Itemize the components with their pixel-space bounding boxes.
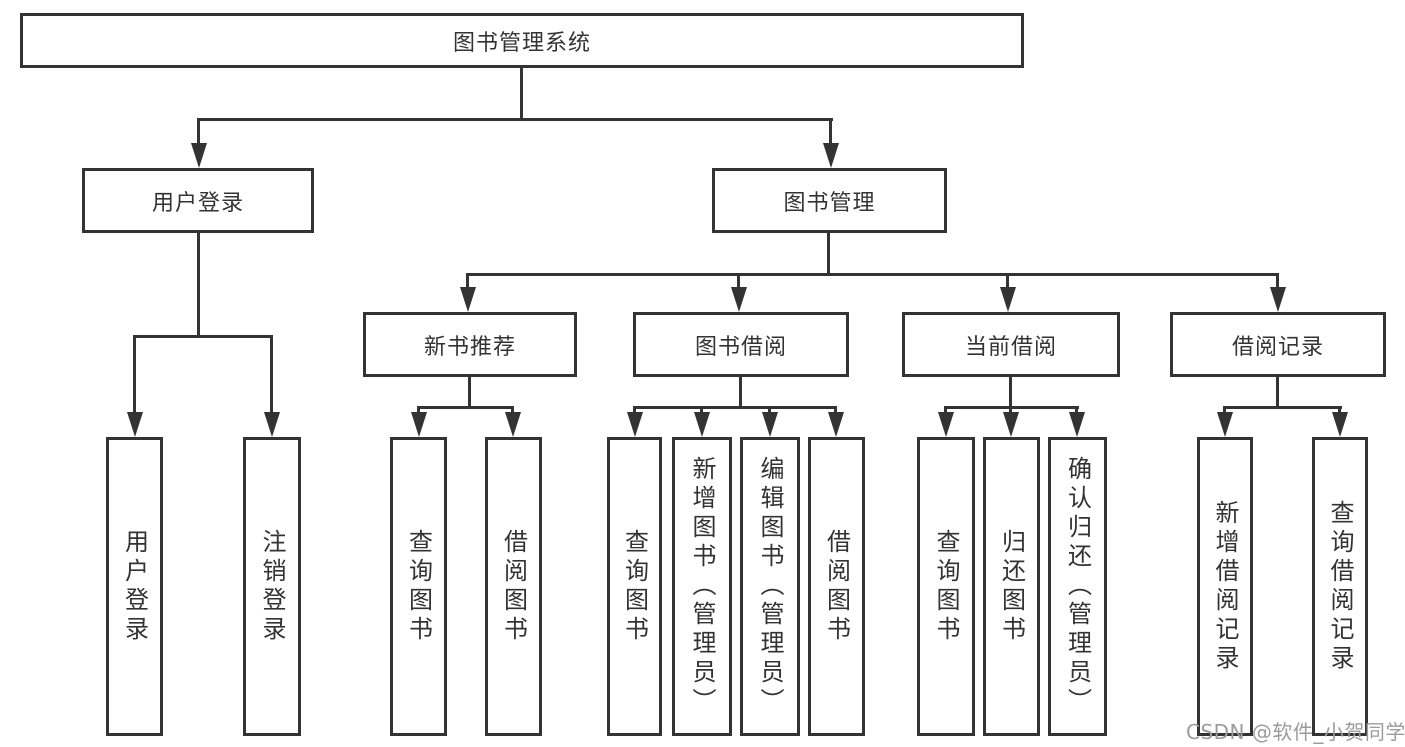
leaf-logout-label: 注销登录 [258,528,286,645]
arrowhead-down-icon [626,412,643,437]
connector-line [1223,406,1342,409]
connector-line [1009,377,1012,406]
arrowhead-down-icon [999,287,1016,312]
leaf-query-books-current-label: 查询图书 [932,528,960,645]
leaf-return-books-label: 归还图书 [997,528,1026,645]
connector-line [739,377,742,406]
node-library-system-label: 图书管理系统 [452,30,591,56]
leaf-edit-book-admin: 编辑图书（管理员） [740,437,800,736]
arrowhead-down-icon [761,412,778,437]
leaf-query-books-borrow-label: 查询图书 [620,528,649,645]
arrowhead-down-icon [730,287,747,312]
leaf-logout: 注销登录 [243,437,301,736]
leaf-query-books-borrow: 查询图书 [607,437,662,736]
connector-line [827,233,830,273]
arrowhead-down-icon [126,412,143,437]
arrowhead-down-icon [1002,412,1019,437]
connector-line [270,335,273,415]
arrowhead-down-icon [1269,287,1286,312]
arrowhead-down-icon [822,143,839,168]
leaf-edit-book-admin-label: 编辑图书（管理员） [756,456,784,717]
arrowhead-down-icon [693,412,710,437]
leaf-return-books: 归还图书 [983,437,1040,736]
node-book-borrowing-label: 图书借阅 [694,334,787,360]
connector-line [466,273,1279,276]
connector-line [944,406,947,414]
arrowhead-down-icon [410,412,427,437]
node-book-borrowing: 图书借阅 [633,312,849,377]
arrowhead-down-icon [190,143,207,168]
node-current-borrowing-label: 当前借阅 [964,334,1057,360]
watermark: CSDN @软件_小贺同学 [1186,720,1405,744]
connector-line [197,118,833,121]
connector-line [1338,406,1341,414]
node-user-login-label: 用户登录 [151,190,244,216]
connector-line [633,406,636,414]
leaf-borrow-books-recommend: 借阅图书 [485,437,542,736]
connector-line [520,68,523,118]
arrowhead-down-icon [827,412,844,437]
connector-line [1075,406,1078,414]
arrowhead-down-icon [1216,412,1233,437]
connector-line [633,406,837,409]
connector-line [417,406,514,409]
leaf-confirm-return-admin-label: 确认归还（管理员） [1063,456,1092,717]
leaf-query-borrow-record-label: 查询借阅记录 [1326,499,1354,674]
arrowhead-down-icon [263,412,280,437]
connector-line [1276,377,1279,406]
connector-line [1223,406,1226,414]
arrowhead-down-icon [504,412,521,437]
connector-line [133,335,136,415]
connector-line [829,118,832,146]
node-user-login: 用户登录 [82,168,314,233]
arrowhead-down-icon [937,412,954,437]
leaf-borrow-books-label: 借阅图书 [822,528,851,645]
connector-line [468,377,471,406]
connector-line [1009,406,1012,414]
leaf-query-books-current: 查询图书 [917,437,975,736]
leaf-add-borrow-record-label: 新增借阅记录 [1211,499,1239,674]
connector-line [511,406,514,414]
leaf-query-books-recommend-label: 查询图书 [404,528,433,645]
leaf-query-books-recommend: 查询图书 [390,437,447,736]
leaf-user-login: 用户登录 [106,437,163,736]
node-library-system: 图书管理系统 [20,13,1024,68]
connector-line [197,233,200,335]
node-new-book-recommend-label: 新书推荐 [423,334,516,360]
arrowhead-down-icon [1331,412,1348,437]
connector-line [466,273,469,291]
leaf-borrow-books-recommend-label: 借阅图书 [499,528,528,645]
connector-line [768,406,771,414]
connector-line [834,406,837,414]
connector-line [1006,273,1009,291]
connector-line [197,118,200,146]
leaf-add-book-admin-label: 新增图书（管理员） [688,456,716,717]
arrowhead-down-icon [1068,412,1085,437]
node-new-book-recommend: 新书推荐 [363,312,577,377]
node-book-management-label: 图书管理 [783,190,876,216]
connector-line [133,335,273,338]
connector-line [737,273,740,291]
connector-line [700,406,703,414]
connector-line [1276,273,1279,291]
leaf-query-borrow-record: 查询借阅记录 [1312,437,1368,736]
leaf-borrow-books: 借阅图书 [808,437,865,736]
leaf-add-book-admin: 新增图书（管理员） [672,437,732,736]
node-current-borrowing: 当前借阅 [902,312,1120,377]
arrowhead-down-icon [459,287,476,312]
connector-line [417,406,420,414]
node-borrowing-records: 借阅记录 [1170,312,1386,377]
leaf-confirm-return-admin: 确认归还（管理员） [1048,437,1107,736]
node-borrowing-records-label: 借阅记录 [1231,334,1324,360]
node-book-management: 图书管理 [712,168,947,233]
leaf-add-borrow-record: 新增借阅记录 [1197,437,1253,736]
leaf-user-login-label: 用户登录 [120,528,149,645]
